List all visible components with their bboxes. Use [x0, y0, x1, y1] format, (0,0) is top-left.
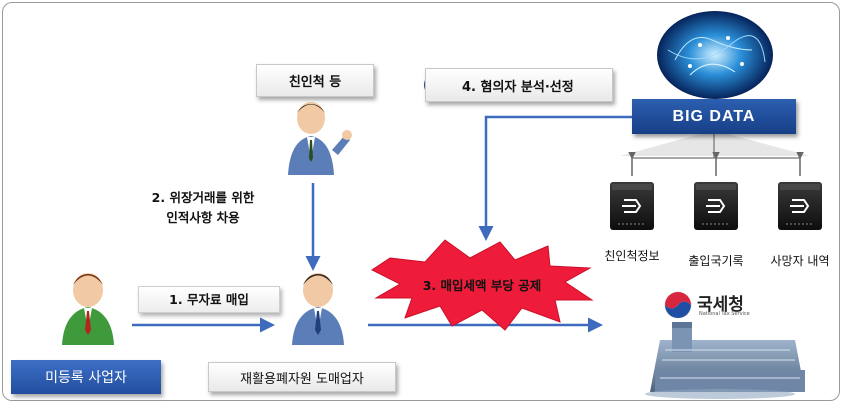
- bigdata-fan-shade: [620, 134, 810, 156]
- relatives-person-icon: [288, 102, 352, 175]
- diagram-frame: [2, 2, 840, 401]
- wholesaler-box: 재활용폐자원 도매업자: [208, 362, 396, 392]
- nts-name: 국세청: [697, 295, 744, 315]
- data-source-label-relatives: 친인척정보: [604, 249, 660, 263]
- brain-network-icon: [657, 11, 773, 99]
- nts-subtext: National Tax Service: [699, 311, 750, 317]
- bigdata-box: BIG DATA: [632, 99, 796, 134]
- data-source-label-immigration: 출입국기록: [688, 254, 744, 268]
- unregistered-person-icon: [62, 273, 114, 345]
- step2-label-line2: 인적사항 차용: [166, 210, 240, 225]
- step3-label: 3. 매입세액 부당 공제: [422, 278, 542, 293]
- nts-building-icon: [645, 322, 805, 399]
- server-icon: [694, 182, 738, 230]
- deduction-burst-shape: [371, 239, 594, 331]
- unregistered-business-box: 미등록 사업자: [11, 360, 161, 394]
- step1-label: 1. 무자료 매입: [138, 286, 280, 313]
- step2-label-line1: 2. 위장거래를 위한: [151, 190, 255, 205]
- relatives-box: 친인척 등: [256, 64, 374, 97]
- wholesaler-person-icon: [292, 273, 344, 345]
- nts-logo-icon: [664, 291, 692, 319]
- server-icon: [610, 182, 654, 230]
- data-source-label-deceased: 사망자 내역: [770, 254, 830, 268]
- server-icon: [778, 182, 822, 230]
- step4-box: 4. 혐의자 분석·선정: [425, 68, 613, 102]
- arrow-bigdata-to-deduction: [478, 115, 632, 241]
